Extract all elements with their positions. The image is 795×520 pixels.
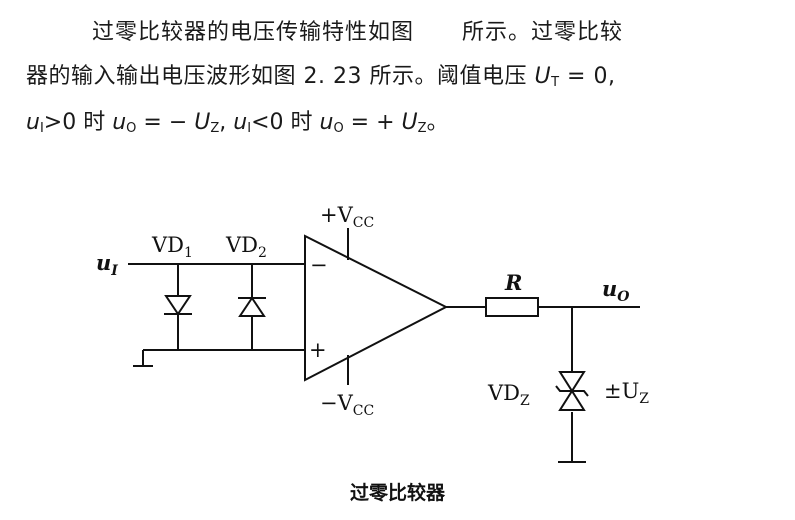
line3-text-d: <0 时	[251, 110, 320, 135]
paragraph-line-2: 器的输入输出电压波形如图 2. 23 所示。阈值电压 UT = 0,	[26, 58, 795, 90]
ui-symbol: u	[26, 110, 40, 135]
vd2-diode-icon	[238, 296, 266, 317]
ut-subscript: T	[551, 75, 560, 90]
uz-subscript: Z	[210, 121, 220, 136]
uo-subscript: O	[126, 121, 137, 136]
ui-subscript-2: I	[247, 121, 252, 136]
line3-text-b: = −	[136, 110, 195, 135]
input-label: uI	[96, 250, 118, 279]
line1-text-a: 过零比较器的电压传输特性如图	[92, 20, 415, 45]
vd1-diode-icon	[164, 295, 192, 316]
line1-text-b: 所示。过零比较	[462, 20, 624, 45]
uo-subscript-2: O	[333, 121, 344, 136]
line3-text-f: 。	[426, 110, 449, 135]
zener-diode-icon	[555, 371, 589, 411]
paragraph-line-1: 过零比较器的电压传输特性如图 所示。过零比较	[92, 14, 795, 46]
ui-subscript: I	[39, 121, 44, 136]
uz-subscript-2: Z	[417, 121, 427, 136]
uo-symbol: u	[112, 110, 127, 135]
resistor-label: R	[504, 270, 522, 295]
figure-caption: 过零比较器	[349, 482, 445, 504]
uz-label: ±UZ	[604, 379, 649, 407]
line3-text-e: = +	[343, 110, 402, 135]
op-amp-triangle	[304, 234, 449, 382]
paragraph-line-3: uI>0 时 uO = − UZ, uI<0 时 uO = + UZ。	[26, 104, 795, 136]
line3-text-c: ,	[219, 110, 234, 135]
ut-symbol: U	[534, 64, 552, 89]
vcc-neg-label: −VCC	[320, 391, 374, 419]
line2-text-a: 器的输入输出电压波形如图 2. 23 所示。阈值电压	[26, 64, 535, 89]
vd1-label: VD1	[151, 233, 193, 261]
vd2-label: VD2	[225, 233, 267, 261]
uo-symbol-2: u	[319, 110, 334, 135]
uz-symbol-2: U	[401, 110, 418, 135]
line2-text-b: = 0,	[559, 64, 616, 89]
vdz-label: VDZ	[487, 381, 530, 409]
ui-symbol-2: u	[233, 110, 248, 135]
output-label: uO	[602, 276, 630, 305]
inverting-sign: −	[310, 253, 328, 277]
line3-text-a: >0 时	[43, 110, 113, 135]
vcc-pos-label: +VCC	[320, 203, 374, 231]
noninverting-sign: +	[309, 338, 327, 362]
resistor-r	[485, 297, 539, 317]
uz-symbol: U	[194, 110, 211, 135]
